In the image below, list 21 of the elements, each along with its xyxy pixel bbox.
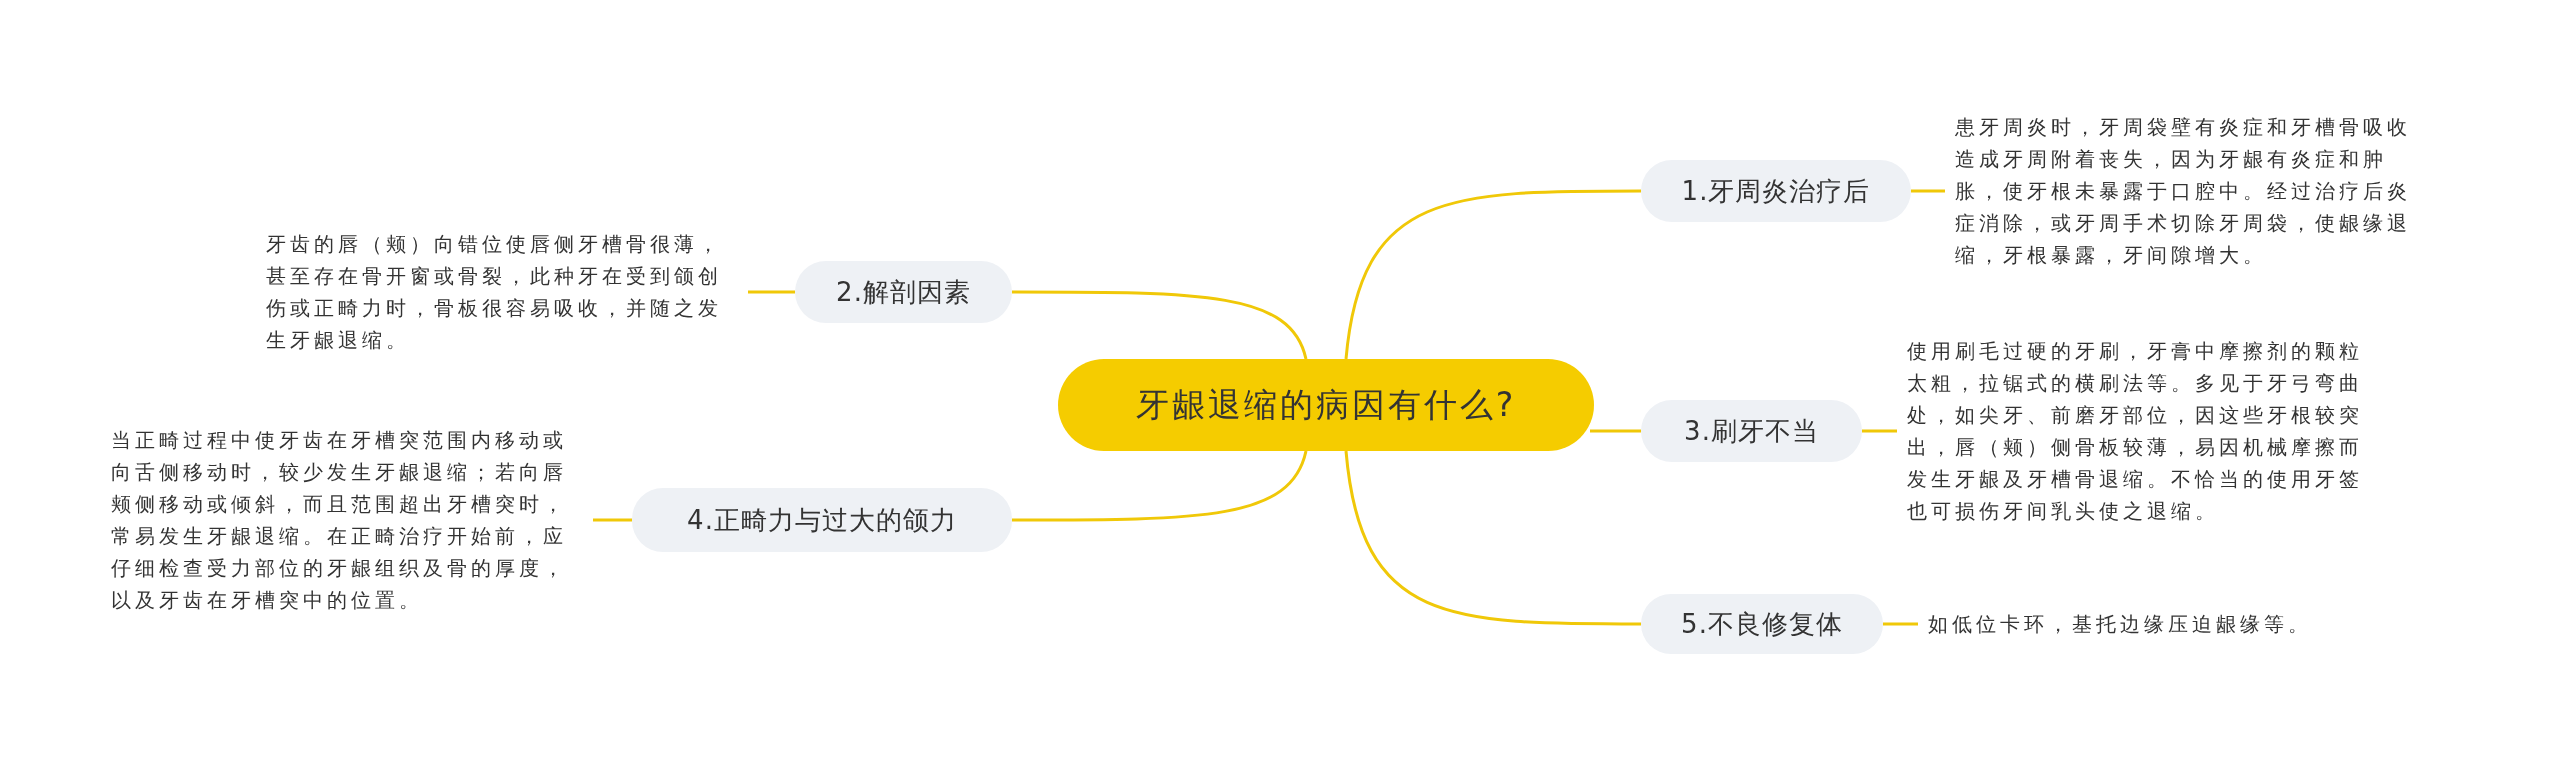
branch-topic: 4.正畸力与过大的颌力 (632, 488, 1012, 552)
branch-topic: 2.解剖因素 (795, 261, 1012, 323)
connector-line (1344, 189, 1641, 360)
detail-text: 患牙周炎时，牙周袋壁有炎症和牙槽骨吸收造成牙周附着丧失，因为牙龈有炎症和肿胀，使牙根未暴露于口腔中。经过治疗后炎症消除，或牙周手术切除牙周袋，使龈缘退缩，牙根暴露，牙间隙增大。 (1945, 111, 2431, 271)
connector-line (1344, 450, 1641, 626)
connector-line (1012, 450, 1308, 522)
connector-line (1862, 429, 1897, 433)
branch-topic: 5.不良修复体 (1641, 594, 1883, 654)
central-topic: 牙龈退缩的病因有什么? (1058, 359, 1594, 451)
connector-line (593, 518, 632, 522)
connector-line (1590, 429, 1641, 433)
connector-line (1012, 290, 1308, 360)
connector-line (1883, 622, 1918, 626)
branch-topic: 3.刷牙不当 (1641, 400, 1862, 462)
connector-line (748, 290, 795, 294)
detail-text: 当正畸过程中使牙齿在牙槽突范围内移动或向舌侧移动时，较少发生牙龈退缩；若向唇颊侧移动或倾斜，而且范围超出牙槽突时，常易发生牙龈退缩。在正畸治疗开始前，应仔细检查受力部位的牙龈组织及骨的厚度，以及牙齿在牙槽突中的位置。 (107, 424, 593, 616)
branch-topic: 1.牙周炎治疗后 (1641, 160, 1911, 222)
detail-text: 使用刷毛过硬的牙刷，牙膏中摩擦剂的颗粒太粗，拉锯式的横刷法等。多见于牙弓弯曲处，如尖牙、前磨牙部位，因这些牙根较突出，唇（颊）侧骨板较薄，易因机械摩擦而发生牙龈及牙槽骨退缩。不恰当的使用牙签也可损伤牙间乳头使之退缩。 (1897, 335, 2383, 527)
detail-text: 如低位卡环，基托边缘压迫龈缘等。 (1918, 608, 2316, 640)
connector-line (1911, 189, 1945, 193)
detail-text: 牙齿的唇（颊）向错位使唇侧牙槽骨很薄，甚至存在骨开窗或骨裂，此种牙在受到颌创伤或正畸力时，骨板很容易吸收，并随之发生牙龈退缩。 (262, 228, 748, 356)
